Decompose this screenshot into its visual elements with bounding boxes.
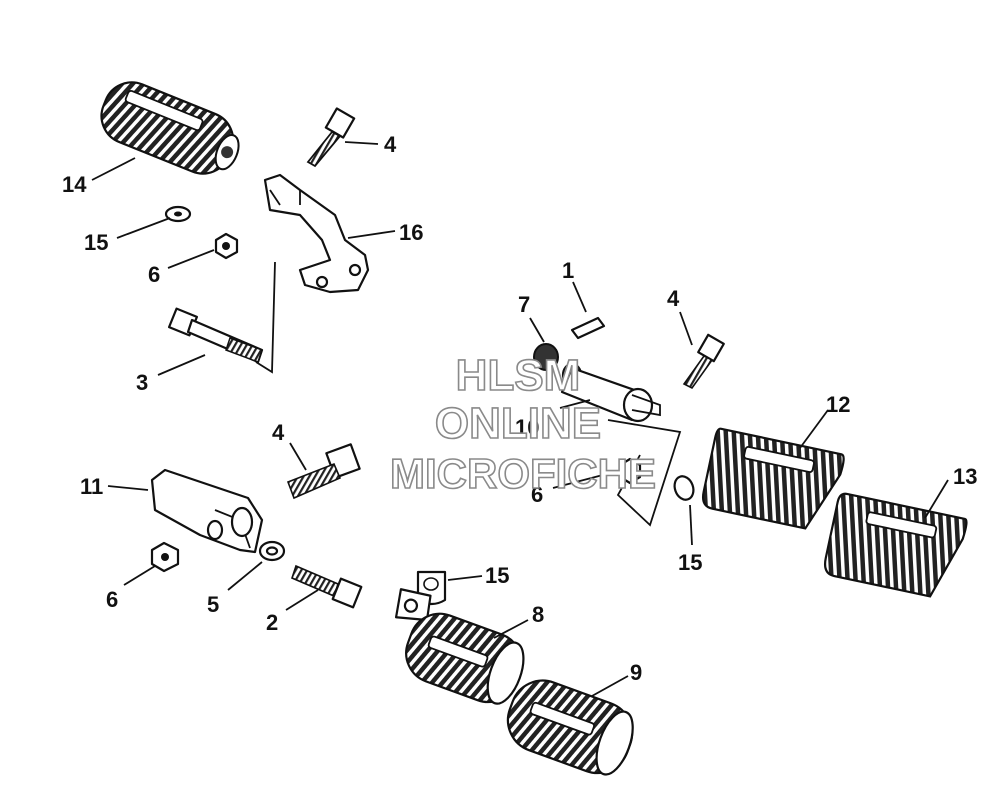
nut-6-upper — [214, 232, 239, 260]
bolt-4-right — [682, 333, 725, 390]
cotter-pin-1 — [570, 316, 606, 340]
callout-2: 2 — [266, 610, 278, 635]
clevis-11 — [150, 468, 264, 554]
footpeg-9 — [506, 679, 634, 776]
washer-5 — [258, 540, 286, 562]
watermark-line-2: ONLINE — [435, 399, 601, 448]
callout-14: 14 — [62, 172, 87, 197]
callout-12: 12 — [826, 392, 850, 417]
footpeg-8 — [394, 588, 525, 705]
pivot-pin-10 — [560, 366, 661, 423]
footpeg-pad-13 — [823, 492, 968, 598]
callout-5: 5 — [207, 592, 219, 617]
footpeg-pad-12 — [702, 427, 845, 530]
callout-7: 7 — [518, 292, 530, 317]
leader-lines — [91, 141, 949, 697]
watermark: HLSM ONLINE MICROFICHE — [389, 350, 657, 498]
lock-washer-15-upper — [164, 205, 192, 223]
callout-11: 11 — [80, 474, 103, 499]
callout-4-lower: 4 — [272, 420, 285, 445]
callout-15-right: 15 — [678, 550, 702, 575]
callout-1: 1 — [562, 258, 574, 283]
callout-6-lower: 6 — [106, 587, 118, 612]
nut-6-center — [618, 457, 642, 485]
callout-3: 3 — [136, 370, 148, 395]
bolt-4-lower — [286, 443, 361, 500]
callout-15-upper: 15 — [84, 230, 108, 255]
bracket-16 — [263, 173, 370, 294]
bolt-4-top — [306, 107, 356, 168]
long-bolt-3 — [167, 307, 264, 364]
callout-6-upper: 6 — [148, 262, 160, 287]
callout-4-right: 4 — [667, 286, 680, 311]
lock-washer-15-right — [673, 475, 695, 501]
callout-9: 9 — [630, 660, 642, 685]
callout-13: 13 — [953, 464, 977, 489]
nut-6-lower — [150, 541, 180, 573]
callout-10: 10 — [515, 415, 539, 440]
watermark-line-1: HLSM — [456, 351, 581, 400]
callout-8: 8 — [532, 602, 544, 627]
callout-4-top: 4 — [384, 132, 397, 157]
bolt-2 — [291, 564, 363, 609]
watermark-line-3: MICROFICHE — [390, 450, 656, 497]
callout-15-lower: 15 — [485, 563, 509, 588]
footpeg-rubber-14 — [100, 81, 240, 175]
callout-6-center: 6 — [531, 482, 543, 507]
callout-labels: 14 4 16 15 6 3 1 7 4 10 12 13 6 15 4 11 … — [62, 132, 977, 685]
callout-16: 16 — [399, 220, 423, 245]
